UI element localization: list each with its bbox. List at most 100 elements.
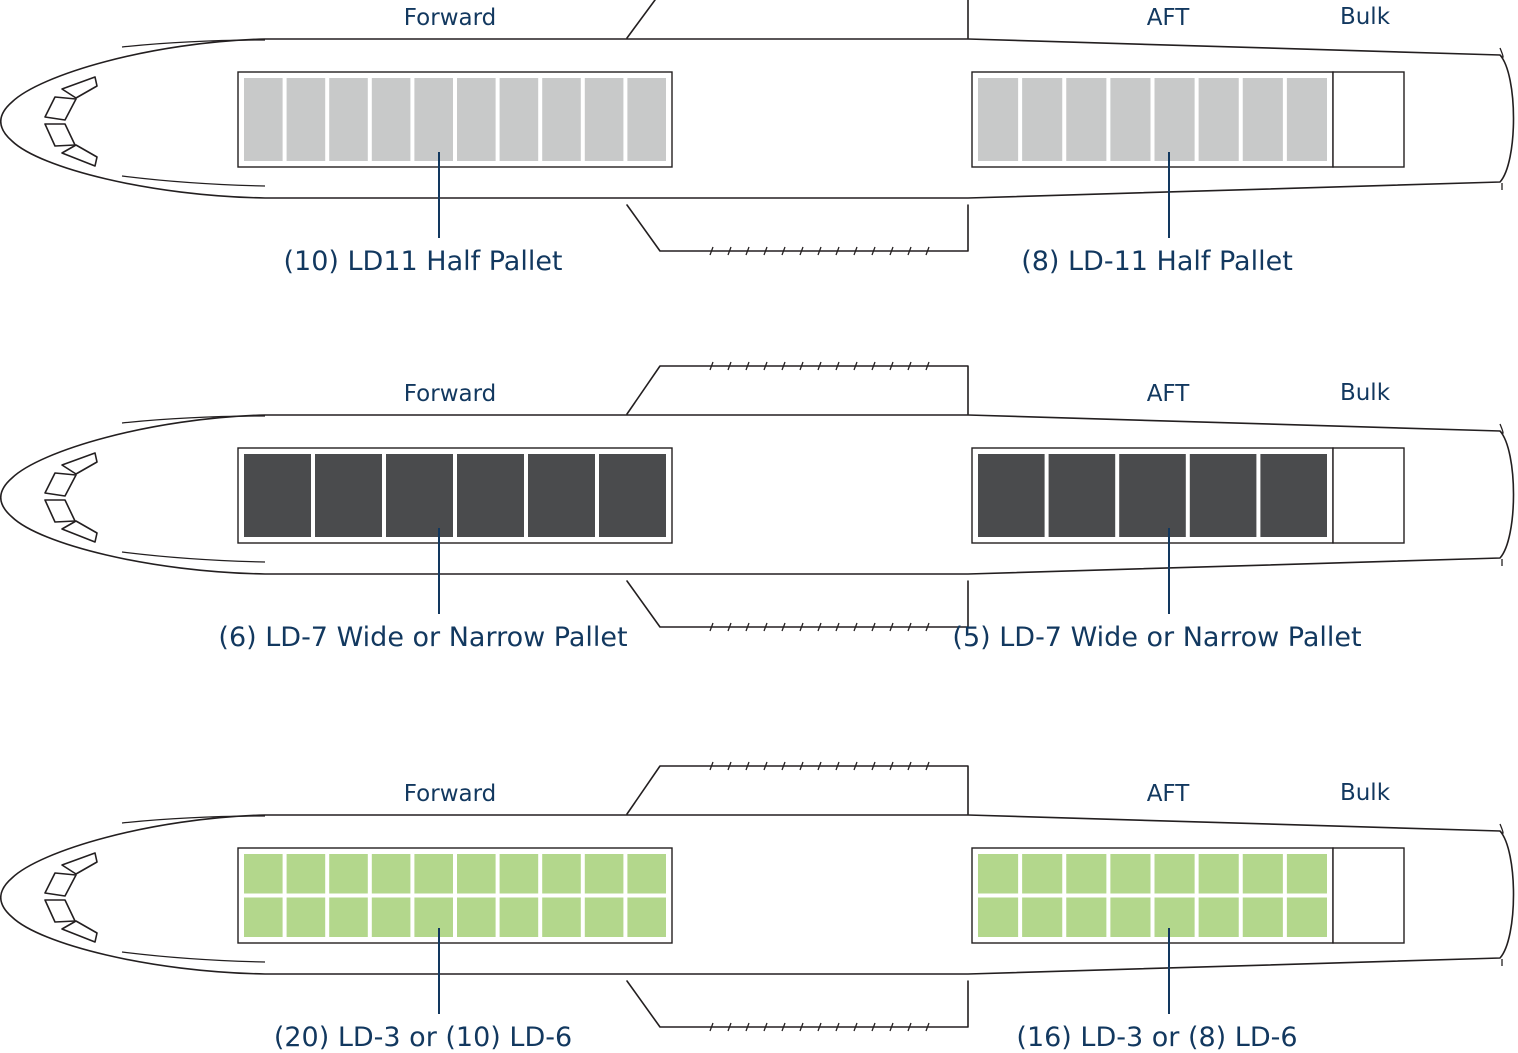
door-hinge-tick [799, 1022, 804, 1032]
skin-line [121, 175, 266, 187]
aft-hold-label: AFT [1147, 781, 1191, 807]
container-unit [329, 854, 368, 894]
container-unit [414, 897, 453, 937]
door-hinge-tick [835, 361, 840, 371]
container-unit [1154, 78, 1195, 161]
door-hinge-tick [853, 761, 858, 771]
door-hinge-tick [925, 361, 930, 371]
fuselage-outline [0, 38, 1515, 199]
skin-line [121, 39, 266, 48]
door-hinge-tick [781, 1022, 786, 1032]
container-unit [1110, 897, 1151, 937]
skin-line [121, 415, 266, 424]
door-hinge-tick [853, 246, 858, 256]
container-unit [1260, 454, 1327, 537]
door-hinge-tick [817, 622, 822, 632]
container-unit [584, 897, 624, 937]
cockpit-window-icon [61, 144, 98, 167]
container-unit [1198, 78, 1239, 161]
door-hinge-tick [925, 246, 930, 256]
container-unit [1022, 78, 1063, 161]
container-unit [244, 78, 283, 161]
cargo-door-bottom [626, 580, 969, 628]
skin-line [121, 951, 266, 963]
door-hinge-tick [907, 1022, 912, 1032]
container-unit [627, 78, 666, 161]
container-unit [542, 78, 581, 161]
door-hinge-tick [727, 761, 732, 771]
door-hinge-tick [709, 246, 714, 256]
door-hinge-tick [925, 1022, 930, 1032]
cockpit-window-icon [61, 76, 98, 99]
cargo-door-bottom [626, 980, 969, 1028]
forward-hold-label: Forward [404, 381, 497, 407]
door-hinge-tick [871, 1022, 876, 1032]
door-hinge-tick [745, 246, 750, 256]
door-hinge-tick [781, 622, 786, 632]
door-hinge-tick [925, 761, 930, 771]
container-unit [1154, 854, 1195, 894]
forward-hold-label: Forward [404, 5, 497, 31]
aft-hold [971, 447, 1334, 544]
door-hinge-tick [799, 361, 804, 371]
container-unit [1066, 854, 1107, 894]
door-hinge-tick [799, 761, 804, 771]
aft-hold [971, 71, 1334, 168]
door-hinge-tick [871, 622, 876, 632]
door-hinge-tick [799, 622, 804, 632]
cockpit-window-icon [44, 472, 77, 497]
container-unit [528, 454, 595, 537]
forward-hold [237, 447, 673, 544]
container-unit [584, 854, 624, 894]
aft-hold [971, 847, 1334, 944]
forward-hold [237, 847, 673, 944]
container-unit [978, 78, 1019, 161]
container-unit [244, 854, 283, 894]
container-unit [1286, 854, 1327, 894]
cargo-door-top-partial [626, 0, 969, 39]
door-hinge-tick [745, 1022, 750, 1032]
container-unit [1286, 897, 1327, 937]
aft-capacity-caption: (8) LD-11 Half Pallet [1021, 246, 1293, 277]
forward-hold [237, 71, 673, 168]
door-hinge-tick [817, 361, 822, 371]
container-unit [371, 78, 411, 161]
door-hinge-tick [763, 1022, 768, 1032]
door-hinge-tick [709, 622, 714, 632]
bulk-hold-label: Bulk [1340, 4, 1391, 30]
door-hinge-tick [835, 622, 840, 632]
door-hinge-tick [781, 761, 786, 771]
container-unit [457, 854, 496, 894]
container-unit [414, 854, 453, 894]
door-hinge-tick [745, 622, 750, 632]
container-unit [1242, 78, 1283, 161]
door-hinge-tick [889, 761, 894, 771]
cockpit-window-icon [44, 872, 77, 897]
door-hinge-tick [889, 622, 894, 632]
door-hinge-tick [871, 246, 876, 256]
door-hinge-tick [925, 622, 930, 632]
aft-capacity-caption: (5) LD-7 Wide or Narrow Pallet [952, 622, 1361, 653]
door-hinge-tick [871, 361, 876, 371]
cargo-door-top [626, 765, 969, 815]
container-unit [414, 78, 453, 161]
door-hinge-tick [835, 761, 840, 771]
door-hinge-tick [727, 361, 732, 371]
door-hinge-tick [889, 1022, 894, 1032]
door-hinge-tick [817, 246, 822, 256]
fuselage-outline [0, 814, 1515, 975]
container-unit [978, 897, 1019, 937]
door-hinge-tick [907, 246, 912, 256]
skin-line [121, 815, 266, 824]
cockpit-window-icon [61, 452, 98, 475]
cargo-door-bottom [626, 204, 969, 252]
door-hinge-tick [709, 761, 714, 771]
container-unit [1022, 854, 1063, 894]
container-unit [286, 854, 326, 894]
container-unit [1154, 897, 1195, 937]
container-unit [542, 897, 581, 937]
container-unit [1119, 454, 1186, 537]
forward-hold-label: Forward [404, 781, 497, 807]
aft-hold-label: AFT [1147, 381, 1191, 407]
